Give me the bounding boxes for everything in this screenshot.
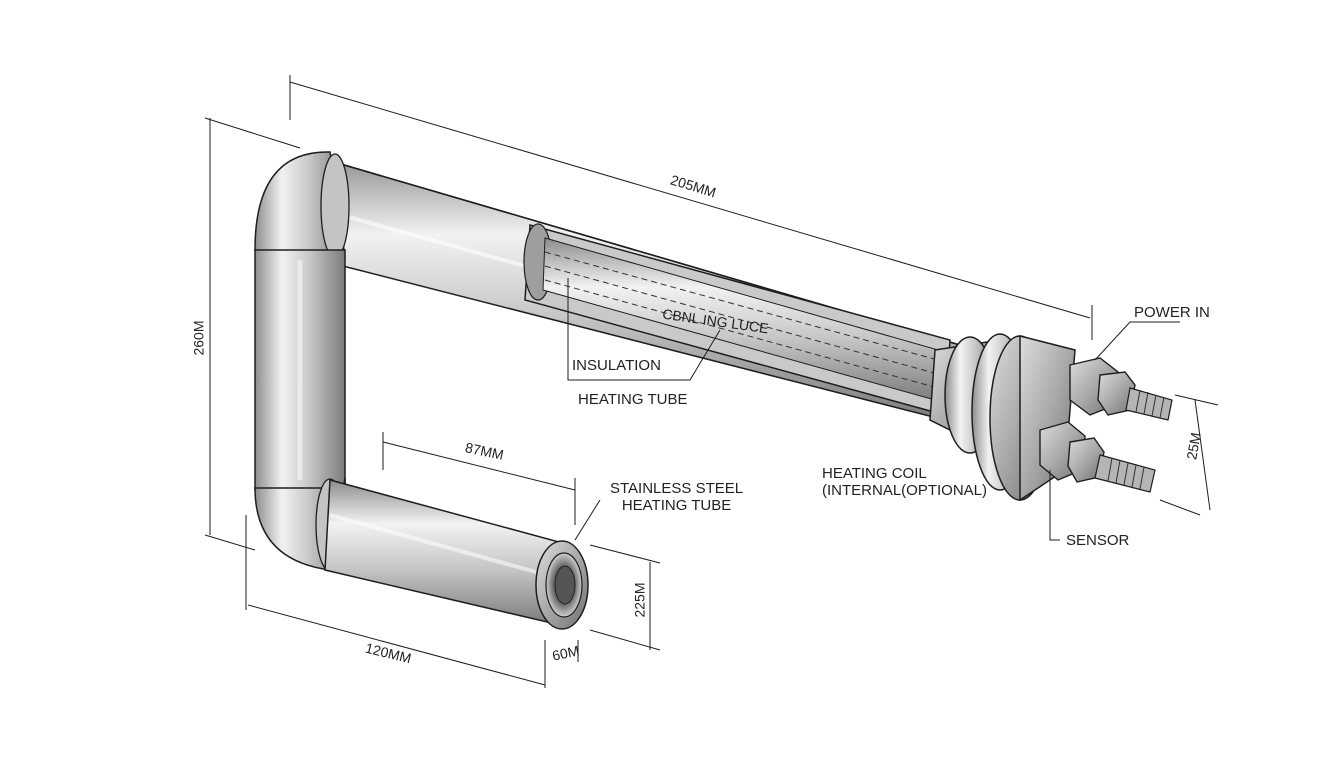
power-terminal — [1069, 357, 1173, 421]
leader-lines — [567, 278, 1180, 541]
stainless-steel-heating-tube-label: STAINLESS STEEL HEATING TUBE — [610, 480, 744, 514]
lower-tube — [324, 479, 571, 626]
cutaway-section — [523, 223, 951, 416]
upper-bend — [254, 151, 350, 263]
power-in-label: POWER IN — [1134, 304, 1210, 321]
dim-end-diameter: 225M — [631, 582, 648, 618]
sensor-terminal — [1039, 421, 1156, 493]
sensor-label: SENSOR — [1066, 532, 1130, 549]
dim-height: 260M — [190, 320, 207, 356]
dimension-lines — [204, 75, 1219, 688]
heating-tube-label: HEATING TUBE — [578, 391, 688, 408]
insulation-label: INSULATION — [572, 357, 661, 374]
vertical-leg — [254, 249, 346, 491]
flange-fitting — [929, 333, 1076, 502]
heating-coil-label: HEATING COIL (INTERNAL(OPTIONAL) — [822, 465, 988, 499]
tube-end — [535, 540, 589, 630]
